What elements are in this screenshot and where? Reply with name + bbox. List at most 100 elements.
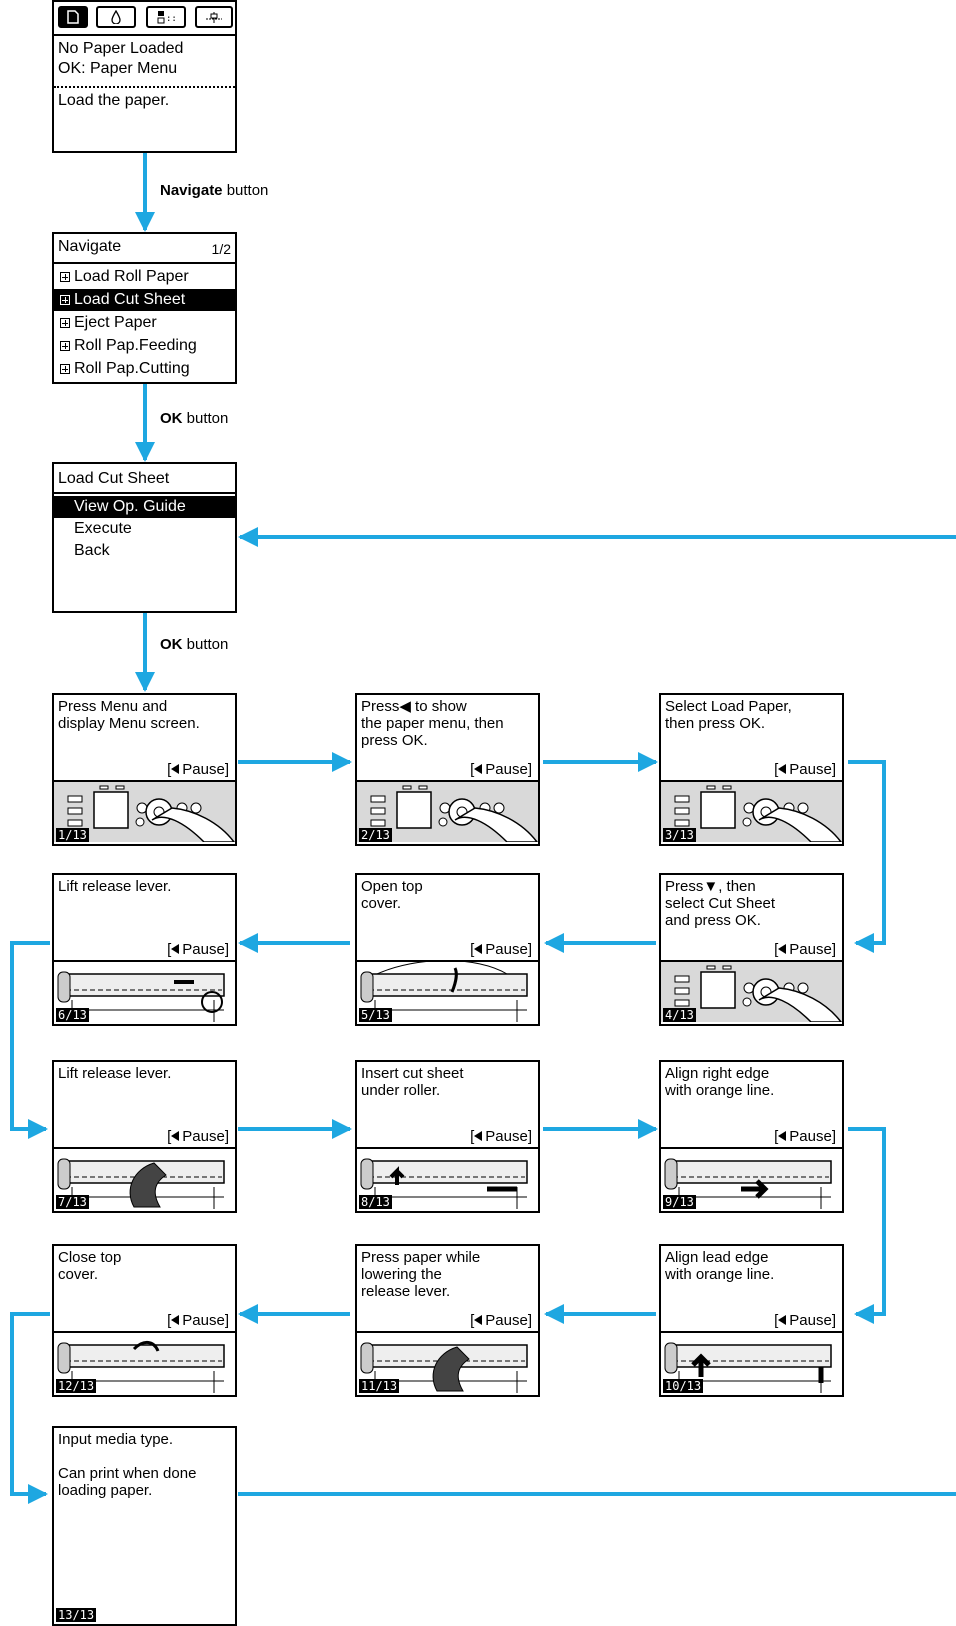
status-line-2: OK: Paper Menu bbox=[58, 60, 178, 77]
guide-illustration: 10/13 bbox=[661, 1331, 842, 1395]
pause-button[interactable]: [Pause] bbox=[167, 941, 229, 958]
guide-text: Lift release lever. bbox=[58, 878, 172, 895]
left-triangle-icon bbox=[474, 1131, 483, 1141]
left-triangle-icon bbox=[171, 764, 180, 774]
guide-screen: Lift release lever.[Pause]7/13 bbox=[52, 1060, 237, 1213]
step-label-rest: button bbox=[182, 636, 229, 653]
expand-plus-icon bbox=[60, 341, 70, 351]
paper-icon bbox=[67, 10, 79, 24]
pause-button[interactable]: [Pause] bbox=[774, 941, 836, 958]
pause-label: Pause bbox=[182, 1312, 225, 1329]
guide-text: Press paper while lowering the release l… bbox=[361, 1249, 481, 1300]
pause-label: Pause bbox=[485, 761, 528, 778]
navigate-item-label: Load Cut Sheet bbox=[74, 291, 186, 308]
pause-button[interactable]: [Pause] bbox=[167, 761, 229, 778]
navigate-page: 1/2 bbox=[211, 241, 231, 257]
status-line-1: No Paper Loaded bbox=[58, 40, 184, 57]
settings-icon bbox=[206, 12, 222, 23]
pause-button[interactable]: [Pause] bbox=[470, 1128, 532, 1145]
guide-text: Select Load Paper, then press OK. bbox=[665, 698, 792, 732]
guide-illustration: 6/13 bbox=[54, 960, 235, 1024]
step-label-ok-2: OK button bbox=[160, 636, 228, 653]
guide-text: Close top cover. bbox=[58, 1249, 122, 1283]
guide-screen: Press paper while lowering the release l… bbox=[355, 1244, 540, 1397]
pause-label: Pause bbox=[789, 941, 832, 958]
step-counter: 4/13 bbox=[663, 1008, 696, 1022]
step-counter: 8/13 bbox=[359, 1195, 392, 1209]
guide-screen: Press▼, then select Cut Sheet and press … bbox=[659, 873, 844, 1026]
left-triangle-icon bbox=[171, 944, 180, 954]
settings-tab[interactable] bbox=[195, 6, 233, 28]
pause-button[interactable]: [Pause] bbox=[774, 1312, 836, 1329]
guide-illustration: 3/13 bbox=[661, 780, 842, 844]
navigate-title-divider bbox=[54, 262, 235, 264]
left-triangle-icon bbox=[474, 1315, 483, 1325]
printhead-icon: :: bbox=[157, 11, 175, 24]
step-label-bold: OK bbox=[160, 636, 183, 653]
pause-label: Pause bbox=[485, 941, 528, 958]
pause-button[interactable]: [Pause] bbox=[774, 1128, 836, 1145]
guide-illustration: 8/13 bbox=[357, 1147, 538, 1211]
guide-text: Open top cover. bbox=[361, 878, 423, 912]
guide-illustration: 11/13 bbox=[357, 1331, 538, 1395]
load-cut-item[interactable]: Back bbox=[74, 542, 110, 559]
load-cut-title: Load Cut Sheet bbox=[58, 470, 170, 487]
guide-illustration: 13/13 bbox=[54, 1562, 235, 1624]
guide-illustration: 4/13 bbox=[661, 960, 842, 1024]
navigate-item[interactable]: Roll Pap.Cutting bbox=[54, 358, 235, 380]
navigate-item-label: Roll Pap.Cutting bbox=[74, 360, 190, 377]
guide-illustration: 9/13 bbox=[661, 1147, 842, 1211]
left-triangle-icon bbox=[778, 1131, 787, 1141]
pause-button[interactable]: [Pause] bbox=[470, 1312, 532, 1329]
guide-screen: Input media type. Can print when done lo… bbox=[52, 1426, 237, 1626]
expand-plus-icon bbox=[60, 295, 70, 305]
load-cut-item[interactable]: View Op. Guide bbox=[54, 496, 235, 518]
navigate-item[interactable]: Load Cut Sheet bbox=[54, 289, 235, 311]
navigate-item[interactable]: Roll Pap.Feeding bbox=[54, 335, 235, 357]
ink-tab[interactable] bbox=[96, 6, 136, 28]
load-cut-item[interactable]: Execute bbox=[74, 520, 132, 537]
step-counter: 6/13 bbox=[56, 1008, 89, 1022]
step-counter: 5/13 bbox=[359, 1008, 392, 1022]
navigate-item[interactable]: Eject Paper bbox=[54, 312, 235, 334]
guide-text: Align lead edge with orange line. bbox=[665, 1249, 775, 1283]
left-triangle-icon bbox=[171, 1131, 180, 1141]
navigate-item-label: Load Roll Paper bbox=[74, 268, 189, 285]
step-counter: 1/13 bbox=[56, 828, 89, 842]
pause-button[interactable]: [Pause] bbox=[167, 1128, 229, 1145]
pause-label: Pause bbox=[182, 941, 225, 958]
left-triangle-icon bbox=[474, 764, 483, 774]
pause-label: Pause bbox=[182, 761, 225, 778]
pause-button[interactable]: [Pause] bbox=[167, 1312, 229, 1329]
pause-button[interactable]: [Pause] bbox=[470, 941, 532, 958]
left-triangle-icon bbox=[778, 764, 787, 774]
printhead-tab[interactable]: :: bbox=[146, 6, 186, 28]
arrow-6-7 bbox=[10, 941, 50, 1139]
guide-illustration: 7/13 bbox=[54, 1147, 235, 1211]
step-counter: 10/13 bbox=[663, 1379, 704, 1393]
guide-text: Press▼, then select Cut Sheet and press … bbox=[665, 878, 776, 929]
step-counter: 3/13 bbox=[663, 828, 696, 842]
guide-text: Press Menu and display Menu screen. bbox=[58, 698, 200, 732]
paper-tab[interactable] bbox=[58, 6, 88, 28]
pause-button[interactable]: [Pause] bbox=[470, 761, 532, 778]
left-triangle-icon bbox=[171, 1315, 180, 1325]
guide-screen: Lift release lever. [Pause] 6/13 bbox=[52, 873, 237, 1026]
guide-screen: Select Load Paper, then press OK. [Pause]… bbox=[659, 693, 844, 846]
guide-text: Align right edge with orange line. bbox=[665, 1065, 775, 1099]
navigate-item[interactable]: Load Roll Paper bbox=[54, 266, 235, 288]
arrow-12-13 bbox=[10, 1312, 50, 1504]
arrow-3-4 bbox=[848, 760, 886, 953]
pause-button[interactable]: [Pause] bbox=[774, 761, 836, 778]
step-label-navigate: Navigate button bbox=[160, 182, 268, 199]
step-label-ok-1: OK button bbox=[160, 410, 228, 427]
navigate-item-label: Roll Pap.Feeding bbox=[74, 337, 197, 354]
step-counter: 13/13 bbox=[56, 1608, 97, 1622]
dotted-divider bbox=[54, 86, 235, 88]
step-label-bold: Navigate bbox=[160, 182, 223, 199]
guide-screen: Align lead edge with orange line. [Pause]… bbox=[659, 1244, 844, 1397]
expand-plus-icon bbox=[60, 272, 70, 282]
